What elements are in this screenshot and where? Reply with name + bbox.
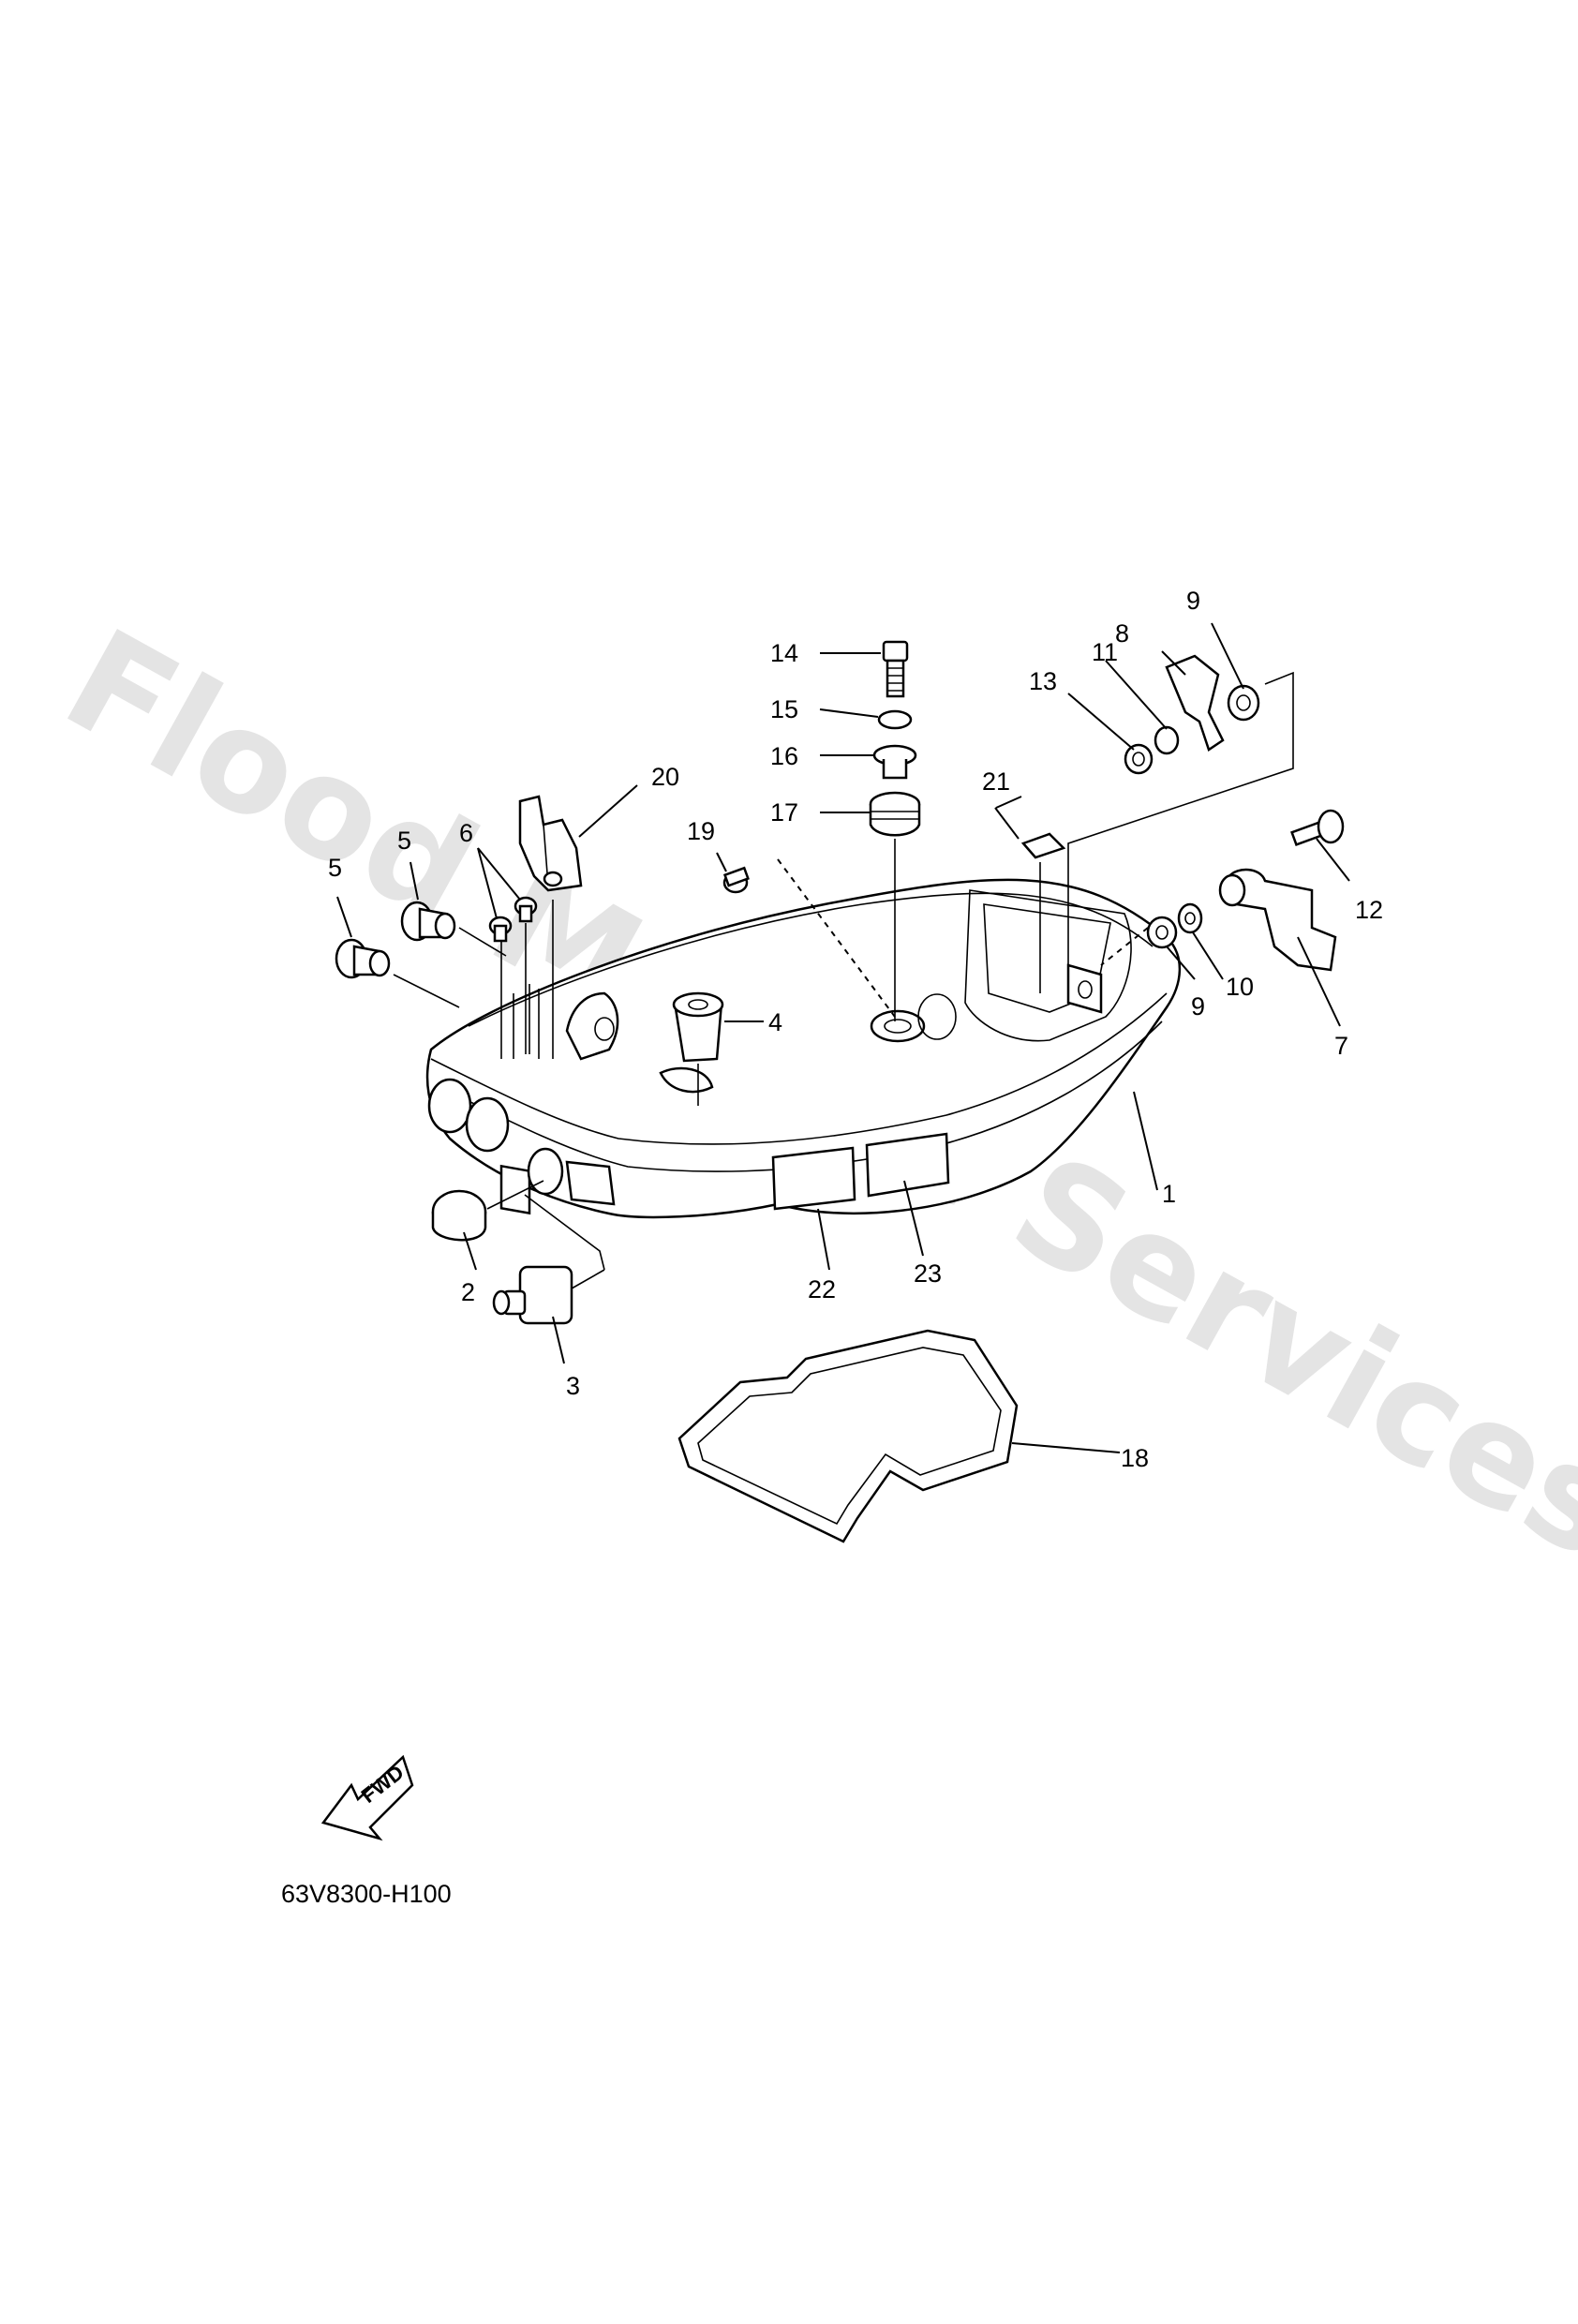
- callout-18: 18: [1121, 1444, 1149, 1472]
- fwd-arrow-icon: FWD: [320, 1754, 414, 1841]
- nut-part-9b: [1146, 916, 1178, 949]
- callout-20: 20: [651, 763, 679, 791]
- callout-15: 15: [770, 695, 798, 723]
- callout-8: 8: [1115, 619, 1129, 648]
- bolt-part-5a: [335, 938, 391, 979]
- seal-part-18: [677, 1329, 1019, 1543]
- callout-9b: 9: [1191, 992, 1205, 1020]
- bolt-part-19: [722, 866, 750, 894]
- plug-part-2: [431, 1189, 487, 1242]
- leader-lines: [336, 622, 1350, 1453]
- screw-part-6: [488, 896, 538, 943]
- clip-part-4: [672, 991, 724, 1063]
- bracket-part-20: [518, 795, 583, 892]
- callout-13: 13: [1029, 667, 1057, 695]
- callout-3: 3: [566, 1372, 580, 1400]
- callout-5a: 5: [328, 854, 342, 882]
- drawing-code: 63V8300-H100: [281, 1880, 452, 1908]
- callout-4: 4: [768, 1008, 782, 1036]
- nut-part-13: [1124, 743, 1154, 775]
- callout-19: 19: [687, 817, 715, 845]
- callout-labels: 1 2 3 4 5 5 6 7 8 9 9 10 11 12 13 14 15 …: [328, 587, 1383, 1472]
- bottom-cowling-part-1: [425, 878, 1182, 1219]
- callout-7: 7: [1334, 1032, 1348, 1060]
- callout-1: 1: [1162, 1180, 1176, 1208]
- callout-17: 17: [770, 798, 798, 827]
- grommet-part-17: [869, 791, 921, 837]
- callout-21: 21: [982, 767, 1010, 796]
- bolt-part-5b: [400, 901, 456, 942]
- washer-part-10: [1177, 902, 1203, 934]
- plate-part-8: [1165, 654, 1225, 752]
- washer-part-11: [1154, 725, 1180, 755]
- grommet-part-3: [492, 1265, 573, 1325]
- callout-16: 16: [770, 742, 798, 770]
- callout-6: 6: [459, 819, 473, 847]
- callout-14: 14: [770, 639, 798, 667]
- callout-23: 23: [914, 1259, 942, 1288]
- callout-10: 10: [1226, 973, 1254, 1001]
- washer-part-15: [877, 709, 913, 730]
- callout-9a: 9: [1186, 587, 1200, 615]
- callout-11: 11: [1092, 638, 1118, 666]
- bolt-part-12: [1290, 809, 1345, 846]
- callout-5b: 5: [397, 827, 411, 855]
- nut-part-9a: [1227, 684, 1260, 722]
- callout-22: 22: [808, 1275, 836, 1304]
- bracket-part-7: [1218, 868, 1337, 972]
- callout-2: 2: [461, 1278, 475, 1306]
- bolt-part-14: [882, 640, 909, 698]
- callout-12: 12: [1355, 896, 1383, 924]
- collar-part-16: [872, 744, 917, 780]
- label-part-21: [1020, 832, 1066, 859]
